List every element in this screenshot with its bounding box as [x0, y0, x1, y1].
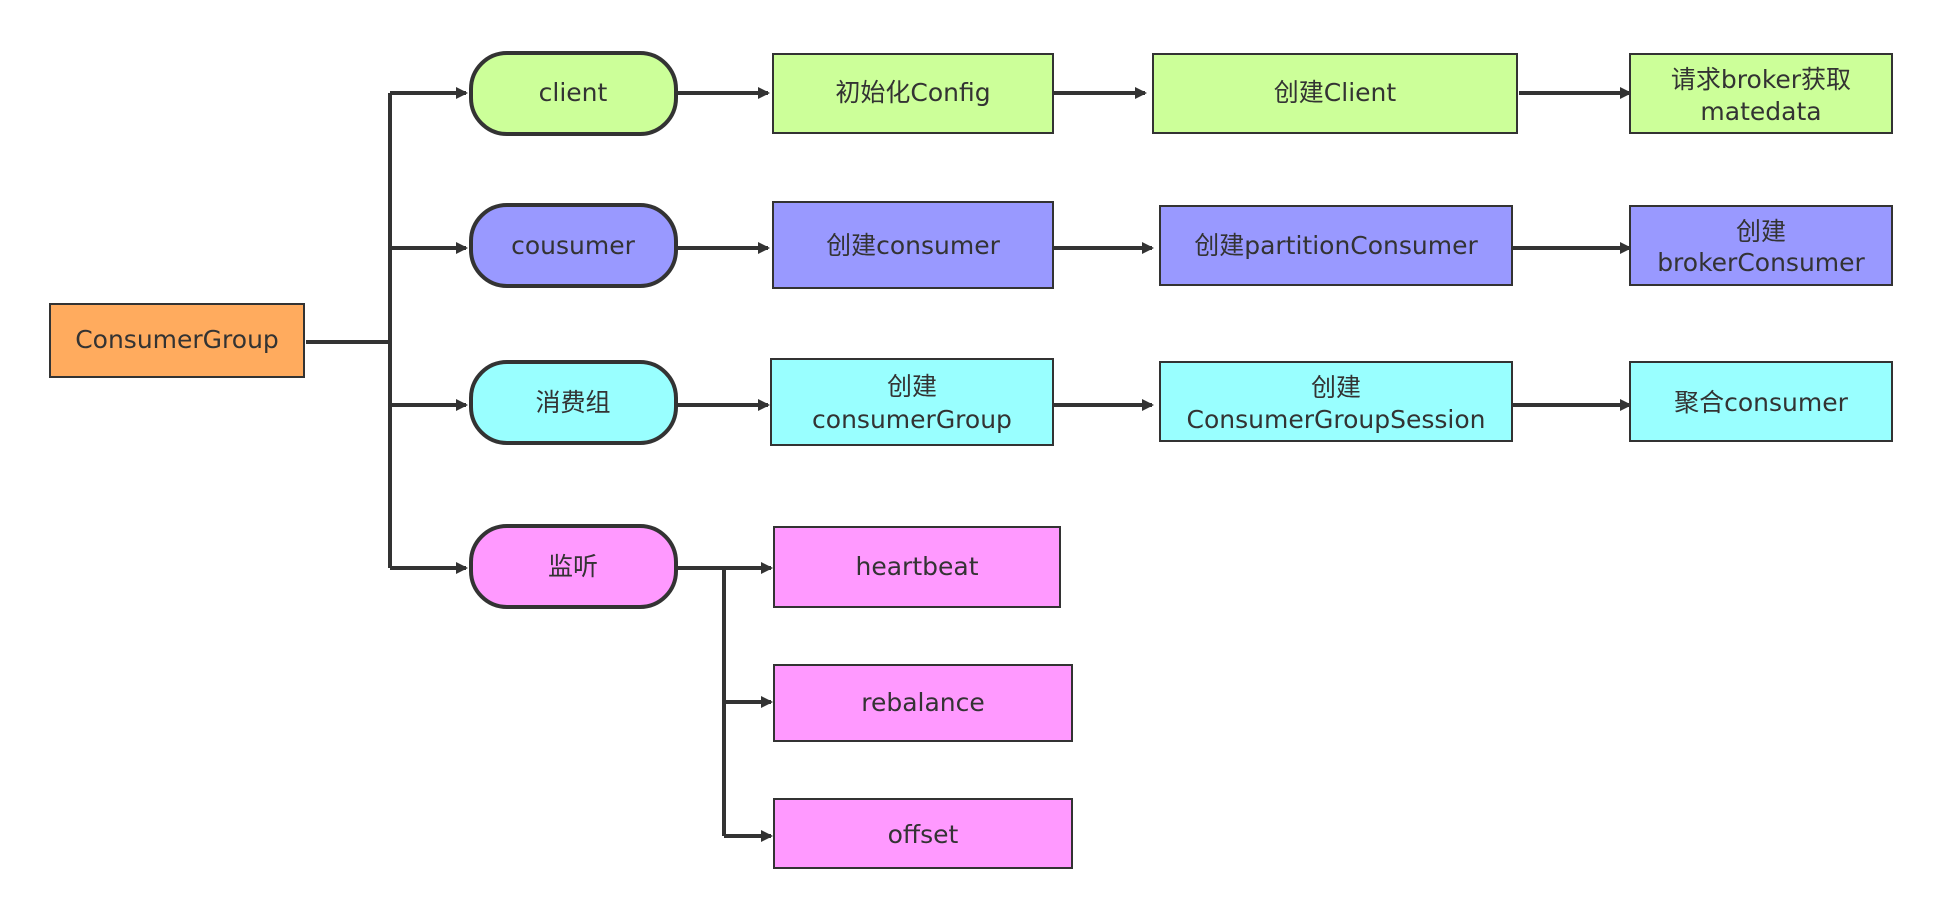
node-create-client-label: 创建Client — [1274, 78, 1397, 107]
node-rebalance-label: rebalance — [861, 688, 985, 717]
node-rebalance: rebalance — [773, 664, 1073, 742]
node-aggregate-consumer: 聚合consumer — [1629, 361, 1893, 442]
node-request-metadata-line2: matedata — [1700, 97, 1821, 126]
node-create-group-session-line2: ConsumerGroupSession — [1187, 405, 1486, 434]
node-create-group-session: 创建 ConsumerGroupSession — [1159, 361, 1513, 442]
node-consumer-group-branch: 消费组 — [469, 360, 678, 445]
node-listen-label: 监听 — [548, 552, 598, 581]
node-create-consumer-group-line2: consumerGroup — [812, 405, 1012, 434]
node-create-consumer-group-line1: 创建 — [887, 372, 937, 401]
node-consumer-group-label: ConsumerGroup — [75, 325, 279, 354]
node-cousumer-label: cousumer — [511, 231, 635, 260]
node-create-broker-consumer: 创建 brokerConsumer — [1629, 205, 1893, 286]
node-create-consumer-group: 创建 consumerGroup — [770, 358, 1054, 446]
node-client-label: client — [539, 78, 608, 107]
connectors — [306, 87, 1632, 842]
node-client: client — [469, 51, 678, 136]
node-consumer-group-branch-label: 消费组 — [535, 388, 610, 417]
node-heartbeat-label: heartbeat — [856, 552, 979, 581]
node-create-partition-consumer-label: 创建partitionConsumer — [1194, 231, 1478, 260]
node-request-metadata-line1: 请求broker获取 — [1671, 65, 1851, 94]
node-create-broker-consumer-line2: brokerConsumer — [1657, 248, 1865, 277]
node-aggregate-consumer-label: 聚合consumer — [1674, 388, 1848, 417]
node-create-broker-consumer-line1: 创建 — [1736, 217, 1786, 246]
node-cousumer: cousumer — [469, 203, 678, 288]
node-offset: offset — [773, 798, 1073, 869]
node-init-config: 初始化Config — [772, 53, 1054, 134]
node-create-group-session-line1: 创建 — [1311, 373, 1361, 402]
node-offset-label: offset — [888, 820, 959, 849]
node-heartbeat: heartbeat — [773, 526, 1061, 608]
node-listen: 监听 — [469, 524, 678, 609]
node-init-config-label: 初始化Config — [835, 78, 990, 107]
node-request-metadata: 请求broker获取 matedata — [1629, 53, 1893, 134]
node-consumer-group: ConsumerGroup — [49, 303, 305, 378]
node-create-consumer: 创建consumer — [772, 201, 1054, 289]
node-create-consumer-label: 创建consumer — [826, 231, 1000, 260]
node-create-partition-consumer: 创建partitionConsumer — [1159, 205, 1513, 286]
node-create-client: 创建Client — [1152, 53, 1518, 134]
